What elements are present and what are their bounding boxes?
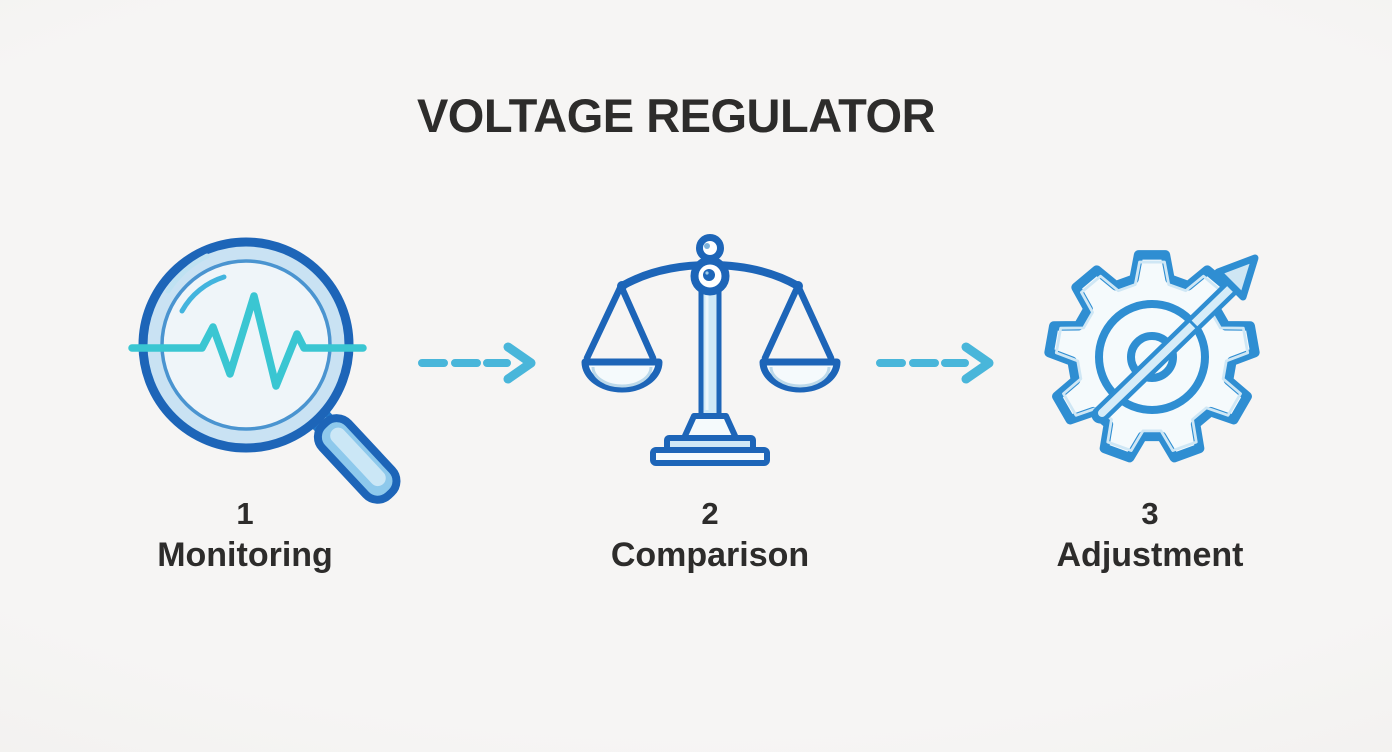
left-hanger xyxy=(583,282,657,362)
page-title: VOLTAGE REGULATOR xyxy=(416,89,936,142)
step-label: Adjustment xyxy=(1056,536,1244,574)
gear-hub xyxy=(1127,332,1177,382)
arrow-head xyxy=(961,342,994,384)
arrow-head xyxy=(503,342,536,384)
arrow-head xyxy=(1214,254,1259,301)
gear-up-arrow-icon xyxy=(1044,250,1260,463)
step-comparison: 2 Comparison xyxy=(560,496,860,575)
balance-scale-icon xyxy=(581,234,841,466)
dashed-arrow-icon-2 xyxy=(876,342,994,384)
right-hanger xyxy=(761,282,835,362)
step-adjustment: 3 Adjustment xyxy=(1000,496,1300,575)
scale-top-knob xyxy=(696,234,724,262)
magnifier-waveform-icon xyxy=(128,237,401,504)
step-label: Comparison xyxy=(610,536,810,574)
lens-glare-arc xyxy=(179,274,227,314)
dashed-arrow-icon-1 xyxy=(418,342,536,384)
gear-inner-ring xyxy=(1095,300,1209,414)
step-number: 2 xyxy=(701,496,719,531)
step-label: Monitoring xyxy=(157,536,333,574)
scale-column xyxy=(698,281,722,421)
step-monitoring: 1 Monitoring xyxy=(95,496,395,575)
step-number: 1 xyxy=(236,496,254,531)
scale-base xyxy=(650,413,770,466)
step-number: 3 xyxy=(1141,496,1159,531)
voltage-waveform xyxy=(128,292,367,390)
lens-band-highlight xyxy=(165,253,210,294)
up-arrow xyxy=(1091,254,1259,424)
